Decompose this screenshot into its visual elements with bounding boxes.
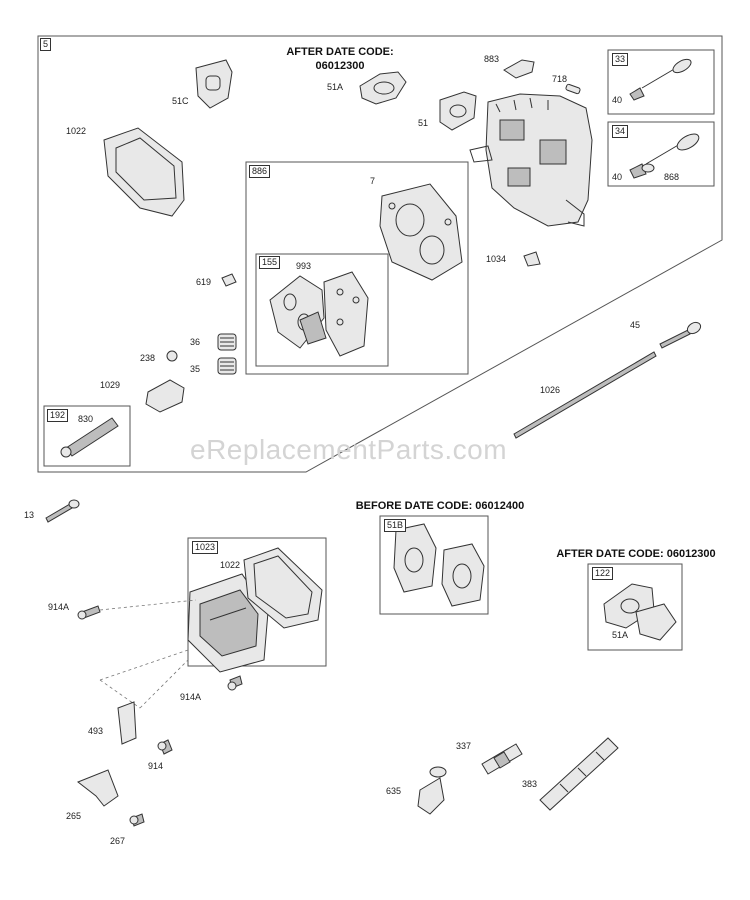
label-993: 993 <box>296 261 312 271</box>
dowel-718 <box>565 83 581 95</box>
valve-33 <box>629 58 692 101</box>
pushrod-1026 <box>513 351 657 439</box>
label-830: 830 <box>78 414 94 424</box>
spring-35 <box>217 357 237 375</box>
label-40-a: 40 <box>612 95 623 105</box>
label-718: 718 <box>552 74 568 84</box>
label-1026: 1026 <box>540 385 561 395</box>
tag-155: 155 <box>259 256 281 269</box>
spark-plug-337 <box>481 743 523 775</box>
head-gasket-7 <box>379 183 463 281</box>
label-51a-top: 51A <box>327 82 344 92</box>
header-after-top: AFTER DATE CODE: <box>286 46 394 58</box>
gasket-51b <box>393 523 485 607</box>
breather-1029 <box>145 379 185 413</box>
screw-914a-b <box>227 675 243 691</box>
label-1034: 1034 <box>486 254 507 264</box>
watermark: eReplacementParts.com <box>190 434 508 465</box>
header-after-top-code: 06012300 <box>315 60 365 72</box>
part-383 <box>539 737 619 811</box>
screw-914 <box>157 739 173 755</box>
label-13: 13 <box>24 510 35 520</box>
cap-238 <box>166 350 178 362</box>
tag-5: 5 <box>40 38 52 51</box>
clip-1034 <box>523 251 541 267</box>
label-914: 914 <box>148 761 164 771</box>
tag-122: 122 <box>592 567 614 580</box>
label-40-b: 40 <box>612 172 623 182</box>
bracket-265 <box>77 769 119 807</box>
tag-192: 192 <box>47 409 69 422</box>
spacer-122 <box>603 583 677 641</box>
tag-886: 886 <box>249 165 271 178</box>
label-51a-right: 51A <box>612 630 629 640</box>
header-after-right: AFTER DATE CODE: 06012300 <box>556 548 716 560</box>
cylinder-head <box>469 93 593 227</box>
bracket-493 <box>117 701 137 745</box>
gasket-51 <box>439 91 477 131</box>
label-337: 337 <box>456 741 472 751</box>
label-1022-mid: 1022 <box>220 560 241 570</box>
label-914a-a: 914A <box>48 602 70 612</box>
label-868: 868 <box>664 172 680 182</box>
screw-619 <box>221 273 237 287</box>
label-914a-b: 914A <box>180 692 202 702</box>
label-635: 635 <box>386 786 402 796</box>
label-383: 383 <box>522 779 538 789</box>
lifter-45 <box>659 321 702 349</box>
tag-34: 34 <box>612 125 629 138</box>
main-frame <box>37 35 723 473</box>
spring-36 <box>217 333 237 351</box>
label-51c: 51C <box>172 96 189 106</box>
label-45: 45 <box>630 320 641 330</box>
gasket-51a-top <box>359 71 407 105</box>
label-35: 35 <box>190 364 201 374</box>
label-238: 238 <box>140 353 156 363</box>
breather-tube-830 <box>60 417 119 458</box>
tag-1023: 1023 <box>192 541 219 554</box>
label-619: 619 <box>196 277 212 287</box>
label-265: 265 <box>66 811 82 821</box>
label-1029: 1029 <box>100 380 121 390</box>
tag-33: 33 <box>612 53 629 66</box>
gasket-1022-mid <box>243 547 323 629</box>
screw-267 <box>129 813 145 827</box>
label-1022-top: 1022 <box>66 126 87 136</box>
label-7: 7 <box>370 176 376 186</box>
valve-34 <box>629 133 700 179</box>
label-36: 36 <box>190 337 201 347</box>
gasket-1022-top <box>103 127 185 217</box>
label-883: 883 <box>484 54 500 64</box>
screw-914a-a <box>77 605 101 620</box>
label-493: 493 <box>88 726 104 736</box>
spark-boot-635 <box>417 766 447 815</box>
gasket-51c <box>195 59 233 109</box>
tag-51b: 51B <box>384 519 407 532</box>
bolt-13 <box>45 499 80 523</box>
header-before: BEFORE DATE CODE: 06012400 <box>355 500 525 512</box>
gasket-set-155 <box>269 271 369 357</box>
label-51: 51 <box>418 118 429 128</box>
gasket-883 <box>503 59 535 79</box>
label-267: 267 <box>110 836 126 846</box>
